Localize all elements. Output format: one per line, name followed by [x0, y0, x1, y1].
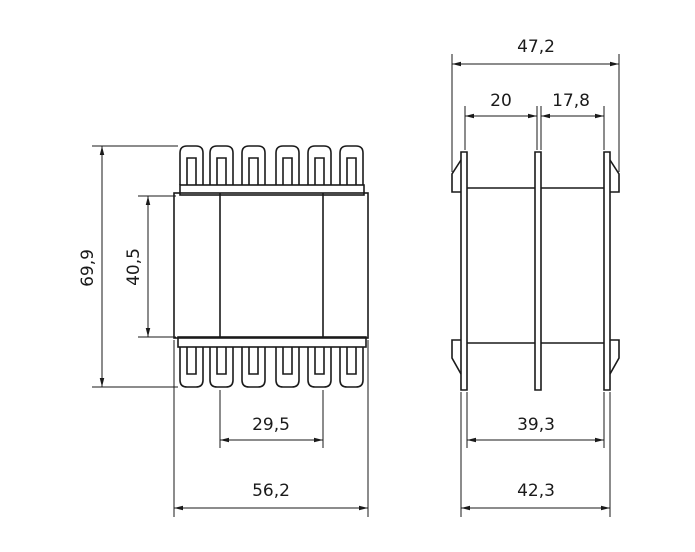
dim-front-width-core: 29,5: [219, 390, 324, 448]
front-bottom-terminals: [177, 336, 367, 388]
dim-front-height-overall-label: 69,9: [78, 249, 98, 287]
side-left-flange: [460, 151, 468, 391]
dim-side-width-overall-bottom: 42,3: [460, 392, 611, 517]
dim-front-height-inner: 40,5: [124, 195, 176, 338]
dim-side-left-segment-label: 20: [490, 91, 512, 111]
front-view: [173, 145, 369, 388]
dim-side-right-segment: 17,8: [540, 91, 605, 150]
dim-front-height-overall: 69,9: [78, 145, 178, 388]
side-middle-flange: [534, 151, 542, 391]
front-top-terminals: [179, 145, 365, 196]
front-body-outline: [173, 192, 369, 339]
dim-side-width-overall-top-label: 47,2: [517, 37, 555, 57]
dim-front-width-overall-label: 56,2: [252, 481, 290, 501]
dim-front-width-overall: 56,2: [173, 340, 369, 517]
side-right-flange: [603, 151, 611, 391]
side-view: [451, 151, 620, 391]
dim-front-width-core-label: 29,5: [252, 415, 290, 435]
dim-side-width-overall-bottom-label: 42,3: [517, 481, 555, 501]
dim-side-right-segment-label: 17,8: [552, 91, 590, 111]
dim-front-height-inner-label: 40,5: [124, 248, 144, 286]
dim-side-width-inner: 39,3: [466, 392, 605, 448]
dim-side-left-segment: 20: [464, 91, 538, 150]
dim-side-width-overall-top: 47,2: [451, 37, 620, 172]
dim-side-width-inner-label: 39,3: [517, 415, 555, 435]
